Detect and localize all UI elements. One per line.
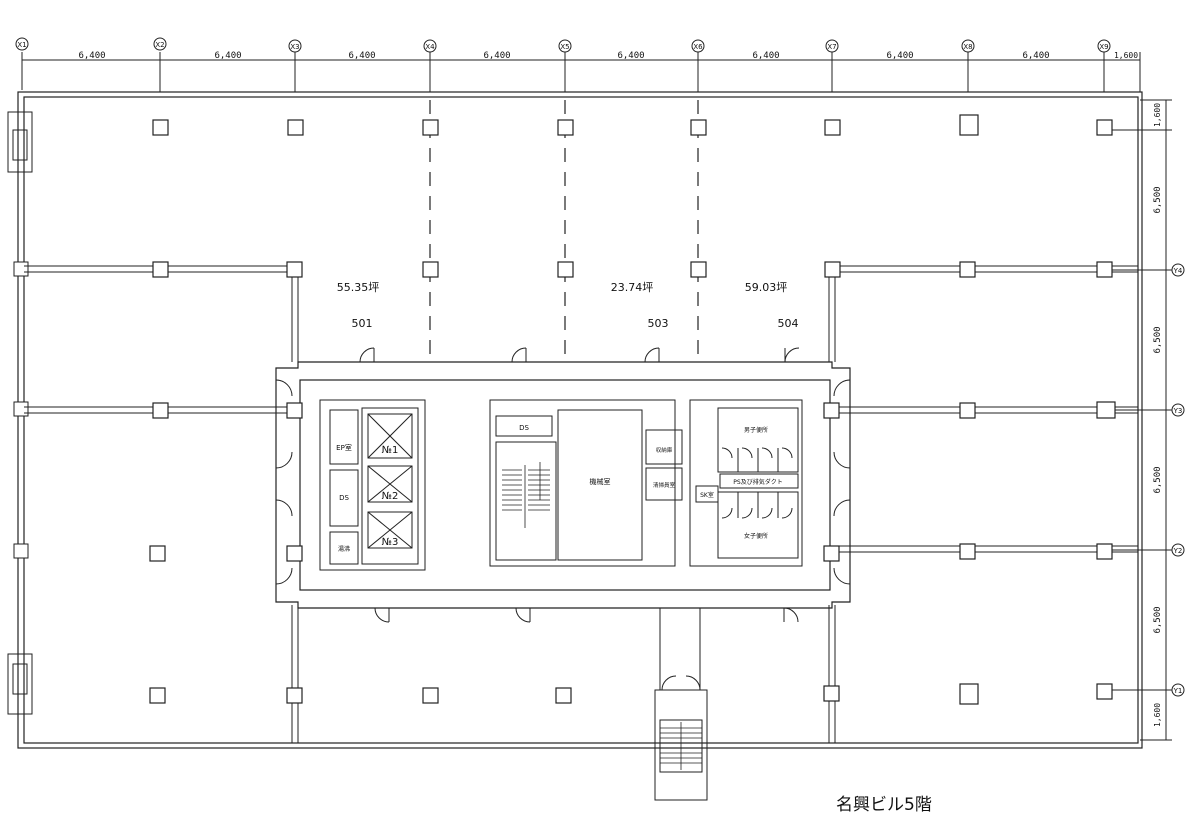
ds-left-label: DS: [339, 494, 349, 502]
svg-text:X6: X6: [693, 43, 703, 51]
svg-text:X7: X7: [827, 43, 836, 51]
grid-marker-y4: Y4: [1171, 263, 1185, 277]
partitions: [24, 265, 1138, 743]
grid-marker-x6: X6: [691, 39, 705, 53]
emergency-stair: [654, 675, 708, 801]
svg-text:X3: X3: [290, 43, 299, 51]
dashed-partitions: [429, 100, 699, 362]
mens-toilet-label: 男子便所: [744, 426, 768, 434]
grid-marker-x5: X5: [558, 39, 572, 53]
corridor: [275, 361, 851, 609]
outer-wall: [17, 91, 1143, 749]
svg-text:X8: X8: [963, 43, 972, 51]
grid-marker-x7: X7: [825, 39, 839, 53]
svg-text:Y2: Y2: [1173, 547, 1183, 555]
span-x-5: 6,400: [617, 51, 644, 61]
elevator-2-label: №2: [382, 491, 399, 502]
perimeter-columns: [13, 261, 29, 559]
span-x-7: 6,400: [886, 51, 913, 61]
door-swings: [275, 347, 851, 623]
span-x-1: 6,400: [78, 51, 105, 61]
svg-text:X9: X9: [1099, 43, 1108, 51]
core-right: [689, 399, 803, 567]
span-labels-x: 6,400 6,400 6,400 6,400 6,400 6,400 6,40…: [78, 51, 1138, 61]
ep-room-label: EP室: [336, 443, 352, 452]
span-x-end: 1,600: [1114, 51, 1138, 60]
span-x-4: 6,400: [483, 51, 510, 61]
grid-marker-x8: X8: [961, 39, 975, 53]
grid-marker-y2: Y2: [1171, 543, 1185, 557]
span-x-6: 6,400: [752, 51, 779, 61]
core-left: [319, 399, 426, 571]
span-y-1: 6,500: [1153, 186, 1163, 213]
room-503-number: 503: [648, 317, 669, 330]
stair-treads: [502, 462, 550, 528]
svg-text:X2: X2: [155, 41, 164, 49]
room-504-area: 59.03坪: [745, 281, 788, 294]
room-504-number: 504: [778, 317, 799, 330]
svg-text:X1: X1: [17, 41, 26, 49]
elevator-3-label: №3: [382, 537, 399, 548]
span-x-3: 6,400: [348, 51, 375, 61]
svg-text:X5: X5: [560, 43, 569, 51]
span-y-bottom: 1,600: [1153, 703, 1162, 727]
grid-marker-y1: Y1: [1171, 683, 1185, 697]
core-middle: [489, 399, 683, 567]
plan-title: 名興ビル5階: [836, 795, 932, 815]
room-labels: 55.35坪 501 23.74坪 503 59.03坪 504: [337, 281, 799, 330]
interior-columns: [149, 114, 1116, 705]
core-middle-labels: DS 機械室 収納庫 清掃員室: [519, 424, 675, 489]
grid-marker-y3: Y3: [1171, 403, 1185, 417]
svg-text:Y4: Y4: [1173, 267, 1183, 275]
machine-room-label: 機械室: [590, 477, 611, 486]
svg-text:Y3: Y3: [1173, 407, 1183, 415]
span-y-top: 1,600: [1153, 103, 1162, 127]
room-503-area: 23.74坪: [611, 281, 654, 294]
svg-text:Y1: Y1: [1173, 687, 1183, 695]
cleaning-room-label: 清掃員室: [653, 481, 676, 489]
ds-stair-label: DS: [519, 424, 529, 432]
storage-label: 収納庫: [656, 446, 673, 454]
span-y-3: 6,500: [1153, 466, 1163, 493]
ps-duct-label: PS及び排気ダクト: [733, 478, 782, 486]
misc-room-label: 湯沸: [338, 545, 350, 553]
grid-marker-x3: X3: [288, 39, 302, 53]
elevator-1-label: №1: [382, 445, 399, 456]
svg-text:X4: X4: [425, 43, 435, 51]
core-left-labels: EP室 DS 湯沸 №1 №2 №3: [336, 443, 398, 553]
grid-x-markers: X1 X2 X3 X4 X5 X6 X7 X8 X9: [15, 37, 1111, 53]
grid-marker-x2: X2: [153, 37, 167, 51]
grid-marker-x4: X4: [423, 39, 437, 53]
span-y-4: 6,500: [1153, 606, 1163, 633]
room-501-number: 501: [352, 317, 373, 330]
womens-toilet-label: 女子便所: [744, 532, 768, 540]
span-x-8: 6,400: [1022, 51, 1049, 61]
grid-marker-x9: X9: [1097, 39, 1111, 53]
sk-room-label: SK室: [700, 491, 714, 499]
core-right-labels: 男子便所 PS及び排気ダクト SK室 女子便所: [700, 426, 783, 540]
dimension-line-top: [21, 52, 1141, 92]
span-y-2: 6,500: [1153, 326, 1163, 353]
span-labels-y: 1,600 6,500 6,500 6,500 6,500 1,600: [1153, 103, 1163, 727]
span-x-2: 6,400: [214, 51, 241, 61]
grid-y-markers: Y4 Y3 Y2 Y1: [1171, 263, 1185, 697]
grid-marker-x1: X1: [15, 37, 29, 51]
left-wall-openings: [7, 111, 33, 715]
emergency-stair-treads: [660, 722, 702, 770]
room-501-area: 55.35坪: [337, 281, 380, 294]
